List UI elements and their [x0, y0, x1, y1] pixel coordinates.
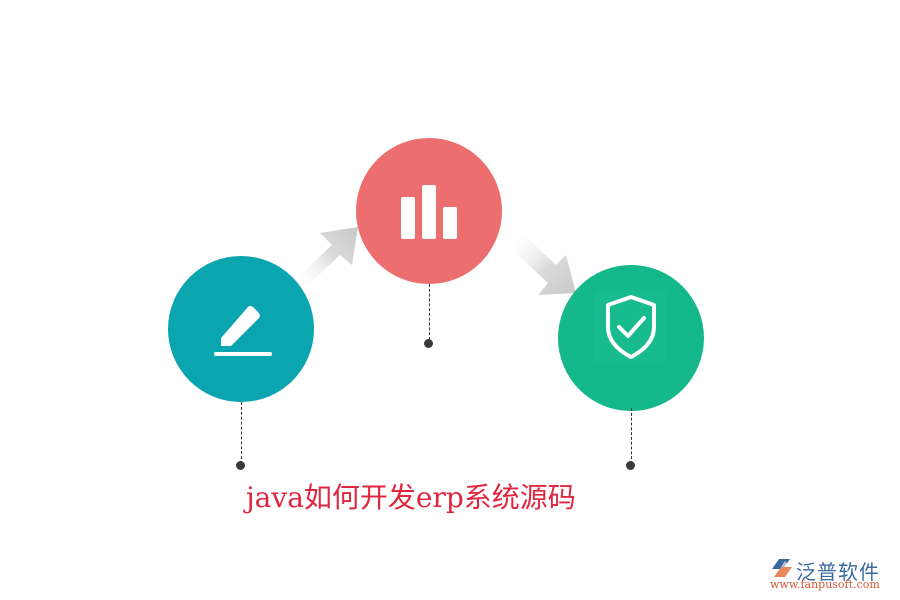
step-1-dot [236, 461, 245, 470]
logo-name: 泛普软件 [796, 560, 880, 584]
step-3-circle [558, 265, 704, 411]
step-2-circle [356, 138, 502, 284]
logo-url: www.fanpusoft.com [770, 578, 880, 591]
step-1-connector [241, 402, 242, 464]
diagram-title: java如何开发erp系统源码 [246, 481, 576, 514]
brand-logo[interactable]: 泛普软件 www.fanpusoft.com [770, 556, 895, 596]
step-2-connector [429, 284, 430, 340]
step-3-dot [626, 461, 635, 470]
bar-chart-icon [401, 185, 457, 239]
step-1-circle [168, 256, 314, 402]
step-3-connector [631, 408, 632, 464]
shield-check-icon [595, 291, 667, 363]
step-2-dot [424, 339, 433, 348]
arrow-up-right-icon [298, 227, 358, 285]
pencil-icon [214, 306, 272, 356]
arrow-down-right-icon [514, 233, 576, 295]
logo-mark-icon [772, 559, 792, 577]
